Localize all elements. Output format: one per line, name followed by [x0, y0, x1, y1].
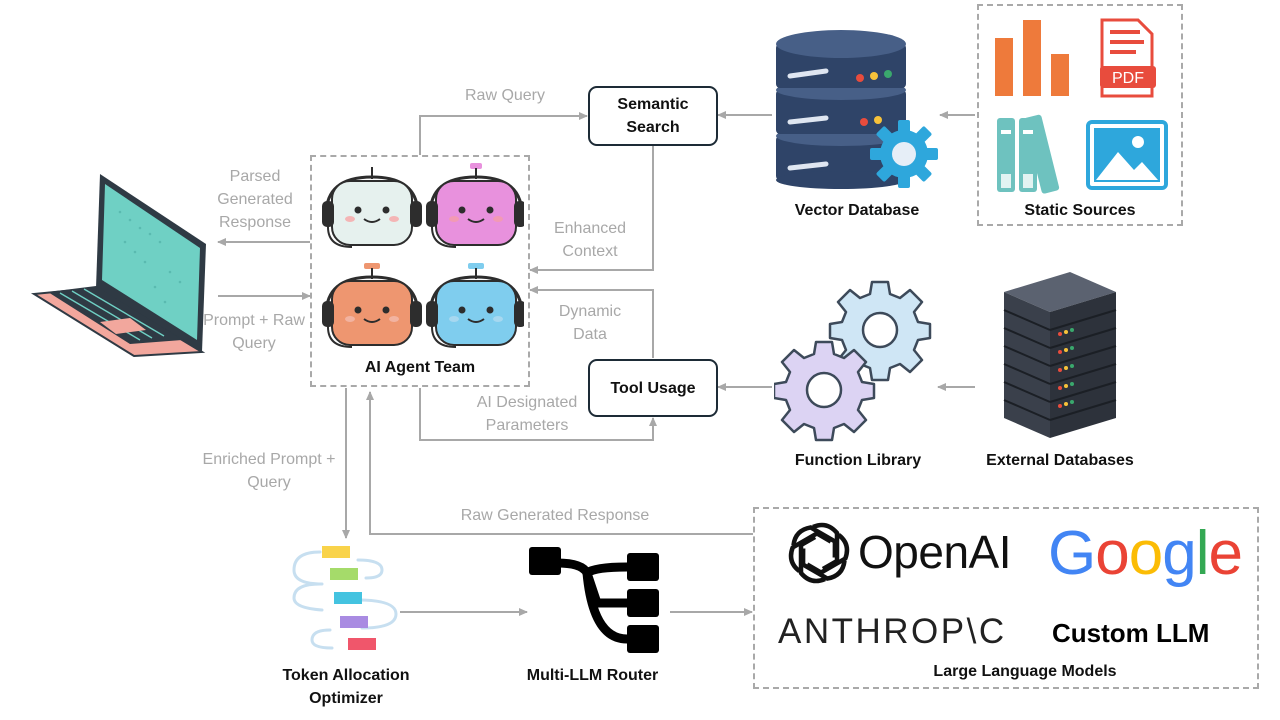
- robot-orange-icon: [322, 263, 422, 348]
- multi-llm-router-label: Multi-LLM Router: [526, 667, 659, 684]
- gear-purple-icon: [774, 340, 876, 442]
- multi-llm-router-icon: [529, 547, 659, 653]
- tool-usage-node[interactable]: Tool Usage: [588, 359, 718, 417]
- laptop-icon: [30, 174, 206, 357]
- anthropic-logo: ANTHROP\C: [778, 612, 1007, 651]
- external-databases-icon: [1003, 272, 1117, 438]
- robot-pink-icon: [426, 163, 524, 248]
- openai-logo-icon: [788, 522, 850, 584]
- raw-generated-response-label: Raw Generated Response: [460, 507, 650, 524]
- static-sources-label: Static Sources: [1024, 202, 1136, 219]
- arrow-raw-query: [419, 112, 588, 155]
- vector-database-icon: [776, 30, 938, 189]
- large-language-models-group: [753, 507, 1259, 689]
- robot-team-icon: [322, 163, 524, 348]
- robot-blue-icon: [426, 263, 524, 348]
- enhanced-context-label: Enhanced Context: [553, 220, 627, 260]
- function-library-label: Function Library: [794, 452, 922, 469]
- pdf-icon: PDF: [1100, 18, 1156, 98]
- external-databases-label: External Databases: [986, 452, 1134, 469]
- static-sources-icons: PDF: [995, 18, 1168, 194]
- semantic-search-node[interactable]: Semantic Search: [588, 86, 718, 146]
- function-library-icon: [774, 280, 932, 442]
- token-allocation-optimizer-label: Token Allocation Optimizer: [282, 667, 410, 707]
- image-icon: [1086, 120, 1168, 190]
- google-logo: Google: [1048, 519, 1243, 588]
- arrow-ai-designated-parameters: [419, 388, 657, 441]
- arrow-dynamic-data: [529, 286, 654, 358]
- token-allocation-optimizer-icon: [292, 546, 398, 650]
- bar-chart-icon: [995, 20, 1069, 96]
- ai-agent-team-label: AI Agent Team: [364, 359, 476, 376]
- robot-white-icon: [322, 167, 422, 248]
- ai-designated-parameters-label: AI Designated Parameters: [476, 394, 578, 434]
- arrow-enhanced-context: [529, 145, 654, 274]
- dynamic-data-label: Dynamic Data: [558, 303, 622, 343]
- openai-logo-text: OpenAI: [858, 526, 1012, 578]
- custom-llm-label: Custom LLM: [1052, 618, 1210, 648]
- pdf-label: PDF: [1112, 70, 1144, 87]
- parsed-generated-response-label: Parsed Generated Response: [217, 168, 293, 231]
- ai-agent-team-group: [310, 155, 530, 387]
- large-language-models-label: Large Language Models: [933, 663, 1117, 680]
- arrow-raw-generated-response: [366, 391, 753, 535]
- static-sources-group: [977, 4, 1183, 226]
- raw-query-label: Raw Query: [464, 87, 546, 104]
- enriched-prompt-query-label: Enriched Prompt + Query: [202, 451, 336, 491]
- binders-icon: [997, 114, 1060, 194]
- vector-database-label: Vector Database: [794, 202, 920, 219]
- prompt-raw-query-label: Prompt + Raw Query: [203, 312, 305, 352]
